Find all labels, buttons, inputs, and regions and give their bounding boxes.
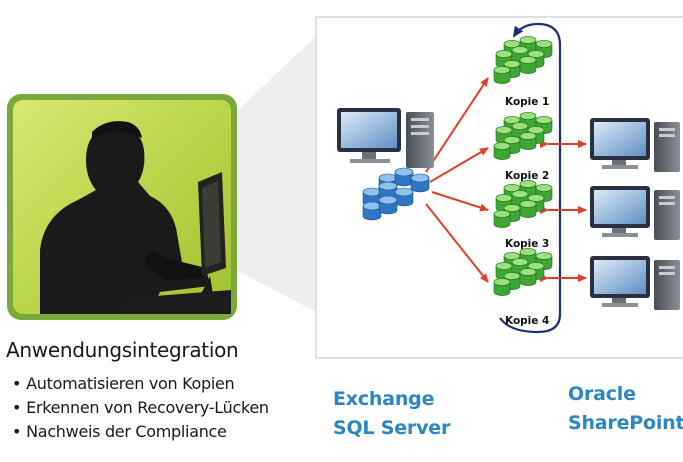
copy-label-2: Kopie 2 [505, 170, 549, 182]
app-group-right: Oracle SharePoint [568, 380, 683, 438]
copy-label-3: Kopie 3 [505, 238, 549, 250]
server-icon [590, 186, 680, 240]
copy-label-1: Kopie 1 [505, 96, 549, 108]
access-arrows [540, 140, 587, 282]
copy-label-4: Kopie 4 [505, 315, 549, 327]
server-icon [590, 256, 680, 310]
app-label-exchange: Exchange [333, 388, 435, 410]
app-label-sql-server: SQL Server [333, 417, 451, 439]
section-heading: Anwendungsintegration [6, 338, 239, 362]
connector-wedge [236, 36, 316, 312]
feature-list: Automatisieren von Kopien Erkennen von R… [12, 372, 269, 444]
replica-stack-icon [493, 36, 553, 84]
server-icon [337, 108, 434, 168]
replica-stack-icon [493, 112, 553, 160]
person-photo [7, 94, 237, 320]
replica-stack-icon [493, 180, 553, 228]
feature-item: Nachweis der Compliance [12, 420, 269, 444]
database-icon [362, 167, 430, 221]
replication-loop [499, 22, 562, 334]
app-label-sharepoint: SharePoint [568, 412, 683, 434]
feature-item: Automatisieren von Kopien [12, 372, 269, 396]
replication-arrows [425, 77, 489, 283]
server-icon [590, 118, 680, 172]
app-group-left: Exchange SQL Server [333, 385, 450, 443]
feature-item: Erkennen von Recovery-Lücken [12, 396, 269, 420]
replica-copies [493, 36, 553, 296]
replica-stack-icon [493, 248, 553, 296]
app-label-oracle: Oracle [568, 383, 636, 405]
